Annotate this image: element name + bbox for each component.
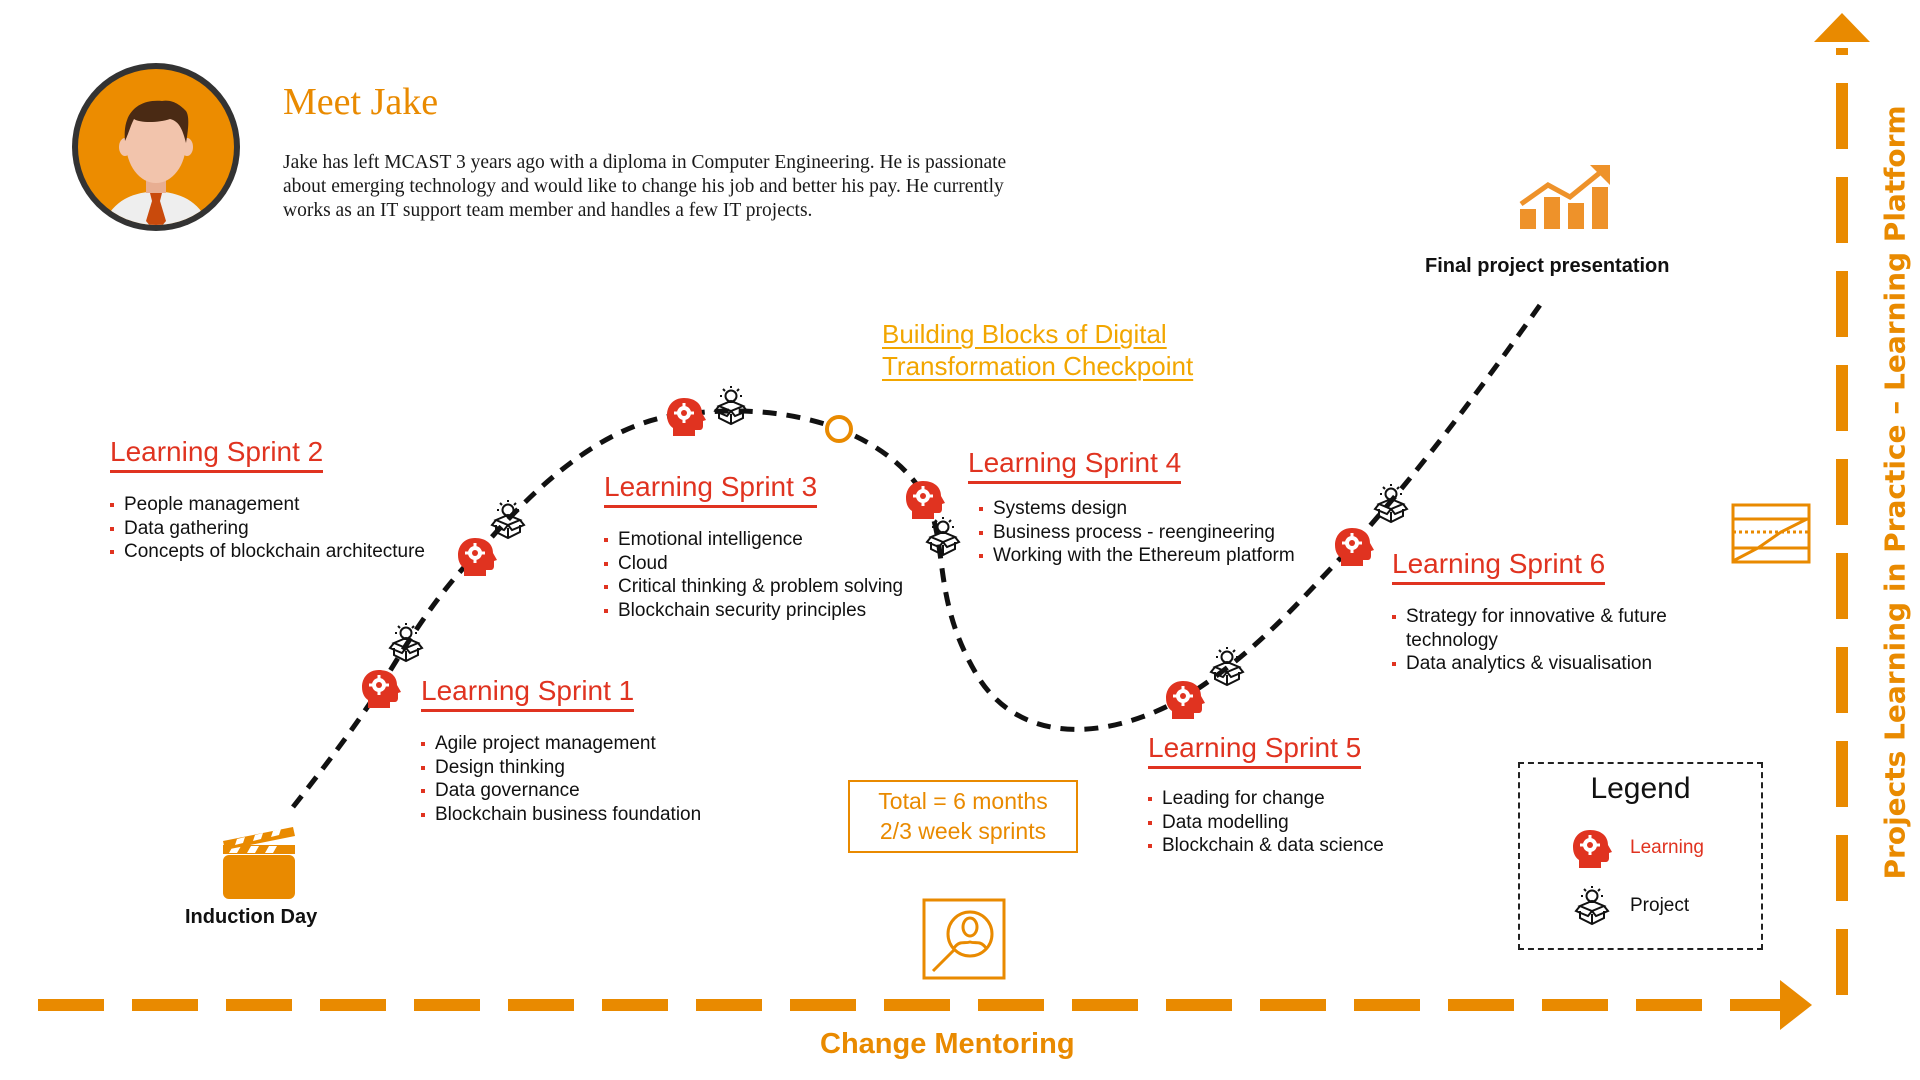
topic-item: Data governance [421, 779, 701, 803]
sprint-title: Learning Sprint 2 [110, 435, 324, 473]
topic-item: Systems design [979, 497, 1295, 521]
sprint-topics: Strategy for innovative & future technol… [1392, 605, 1682, 676]
topic-item: Critical thinking & problem solving [604, 575, 903, 599]
sprint-topics: Systems design Business process - reengi… [979, 497, 1295, 568]
topic-item: Strategy for innovative & future technol… [1392, 605, 1682, 652]
mentor-search-icon [922, 898, 1006, 980]
induction-day-label: Induction Day [185, 906, 318, 928]
legend-label: Project [1630, 895, 1690, 916]
sprint-title: Learning Sprint 1 [421, 674, 635, 712]
duration-summary: Total = 6 months 2/3 week sprints [848, 780, 1078, 853]
topic-item: Design thinking [421, 756, 701, 780]
sprint-topics: Agile project management Design thinking… [421, 732, 701, 826]
clapperboard-icon [223, 827, 295, 899]
legend-item-project: Project [1572, 884, 1689, 928]
total-duration: Total = 6 months [878, 788, 1048, 814]
project-idea-box-icon [1210, 646, 1244, 686]
checkpoint-line2: Transformation Checkpoint [882, 351, 1194, 381]
project-idea-box-icon [714, 385, 748, 425]
learning-head-icon [667, 398, 706, 436]
sprint-1: Learning Sprint 1 Agile project manageme… [421, 674, 701, 826]
topic-item: Cloud [604, 552, 903, 576]
topic-item: Data modelling [1148, 811, 1384, 835]
table-chart-icon [1731, 503, 1811, 564]
legend-item-learning: Learning [1572, 826, 1704, 870]
topic-item: Leading for change [1148, 787, 1384, 811]
topic-item: Blockchain business foundation [421, 803, 701, 827]
growth-chart-icon [1519, 165, 1610, 229]
sprint-topics: People management Data gathering Concept… [110, 493, 425, 564]
person-avatar-icon [72, 63, 240, 231]
topic-item: Blockchain & data science [1148, 834, 1384, 858]
checkpoint-line1: Building Blocks of Digital [882, 319, 1167, 349]
sprint-title: Learning Sprint 3 [604, 470, 818, 508]
checkpoint-label: Building Blocks of Digital Transformatio… [882, 318, 1193, 382]
change-mentoring-label: Change Mentoring [820, 1028, 1075, 1060]
sprint-length: 2/3 week sprints [879, 818, 1047, 844]
topic-item: Concepts of blockchain architecture [110, 540, 425, 564]
project-idea-box-icon [1575, 885, 1609, 925]
avatar [70, 61, 242, 233]
topic-item: Working with the Ethereum platform [979, 544, 1295, 568]
arrow-up-icon [1814, 13, 1870, 42]
arrow-right-icon [1780, 980, 1812, 1030]
sprint-6: Learning Sprint 6 Strategy for innovativ… [1392, 547, 1682, 676]
sprint-2: Learning Sprint 2 People management Data… [110, 435, 425, 564]
topic-item: Blockchain security principles [604, 599, 903, 623]
topic-item: Emotional intelligence [604, 528, 903, 552]
persona-description: Jake has left MCAST 3 years ago with a d… [283, 152, 1007, 221]
topic-item: Agile project management [421, 732, 701, 756]
topic-item: Business process - reengineering [979, 521, 1295, 545]
legend-title: Legend [1590, 772, 1691, 805]
sprint-topics: Leading for change Data modelling Blockc… [1148, 787, 1384, 858]
final-presentation-label: Final project presentation [1425, 255, 1670, 277]
legend: Legend Learning Project [1518, 762, 1763, 950]
persona-title: Meet Jake [283, 81, 439, 123]
sprint-title: Learning Sprint 4 [968, 446, 1182, 484]
learning-platform-label: Projects Learning in Practice – Learning… [1878, 105, 1912, 880]
circle-marker-icon [825, 415, 853, 443]
topic-item: People management [110, 493, 425, 517]
sprint-4: Learning Sprint 4 Systems design Busines… [968, 446, 1295, 568]
learning-head-icon [1573, 830, 1612, 868]
project-idea-box-icon [926, 516, 960, 556]
sprint-title: Learning Sprint 6 [1392, 547, 1606, 585]
topic-item: Data gathering [110, 517, 425, 541]
sprint-5: Learning Sprint 5 Leading for change Dat… [1148, 731, 1384, 858]
sprint-topics: Emotional intelligence Cloud Critical th… [604, 528, 903, 622]
learning-head-icon [906, 481, 945, 519]
sprint-3: Learning Sprint 3 Emotional intelligence… [604, 470, 903, 622]
topic-item: Data analytics & visualisation [1392, 652, 1682, 676]
legend-label: Learning [1630, 837, 1704, 858]
sprint-title: Learning Sprint 5 [1148, 731, 1362, 769]
